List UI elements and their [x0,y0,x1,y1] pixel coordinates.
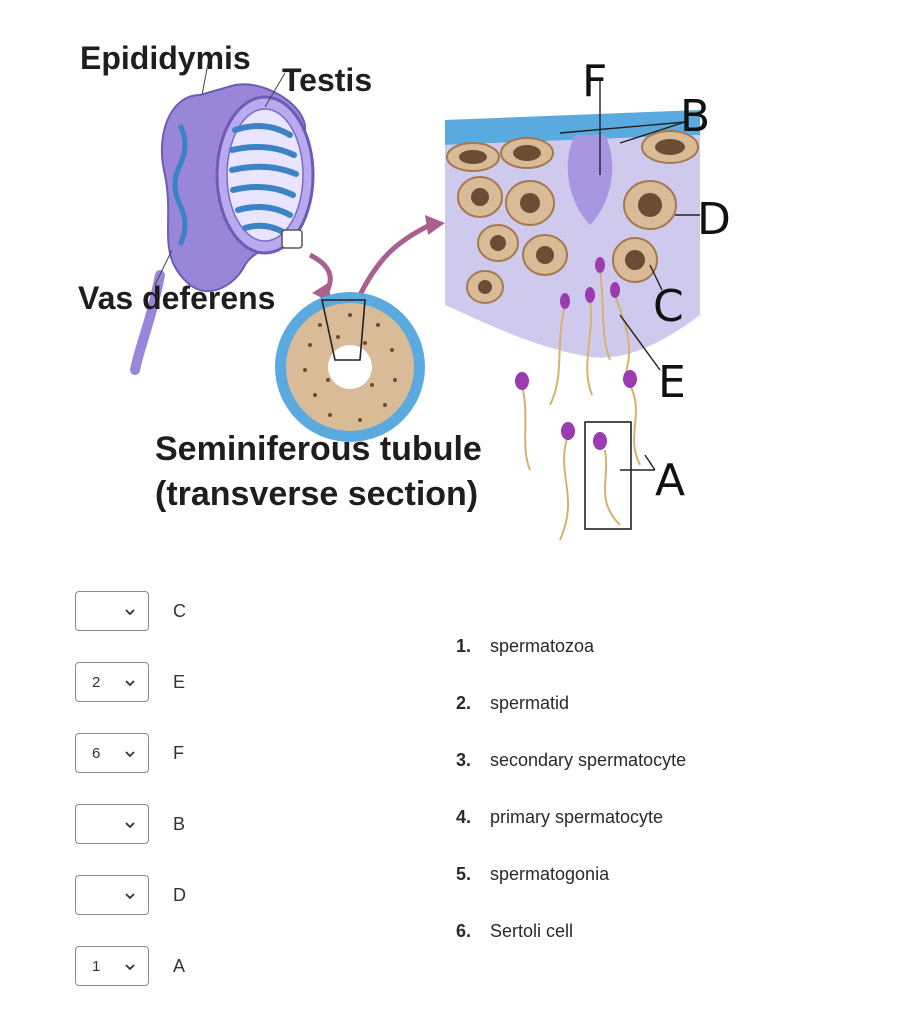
letter-e: E [658,357,686,408]
select-value: 2 [92,674,101,691]
row-letter: E [173,671,186,692]
label-vas-deferens: Vas deferens [78,280,276,316]
label-transverse-section: (transverse section) [155,475,479,513]
answer-number: 3. [456,750,472,770]
answer-number: 5. [456,864,472,884]
answer-option: 4. primary spermatocyte [456,807,663,828]
answer-number: 2. [456,693,472,713]
row-letter: B [173,813,186,834]
answer-text: spermatid [490,693,570,713]
letter-d: D [697,194,731,245]
chevron-down-icon [125,751,135,758]
match-row: C [75,589,186,633]
select-value: 1 [92,958,101,975]
answer-select[interactable] [75,875,149,915]
answer-select[interactable]: 1 [75,946,149,986]
match-row: 1 A [75,944,185,988]
answer-number: 4. [456,807,472,827]
match-row: 6 F [75,731,184,775]
answer-select[interactable]: 6 [75,733,149,773]
answer-select[interactable]: 2 [75,662,149,702]
label-testis: Testis [282,62,373,98]
enlarged-section [445,80,700,541]
chevron-down-icon [125,609,135,616]
answer-number: 1. [456,636,472,656]
row-letter: F [173,742,184,763]
row-letter: D [173,884,186,905]
answer-select[interactable] [75,804,149,844]
answer-text: secondary spermatocyte [490,750,687,770]
answer-text: primary spermatocyte [490,807,664,827]
letter-a: A [655,455,686,506]
row-letter: C [173,600,186,621]
answer-option: 3. secondary spermatocyte [456,750,686,771]
label-seminiferous-tubule: Seminiferous tubule [155,430,482,468]
answer-select[interactable] [75,591,149,631]
answer-text: spermatogonia [490,864,610,884]
letter-f: F [582,56,608,107]
chevron-down-icon [125,893,135,900]
answer-option: 5. spermatogonia [456,864,609,885]
answer-text: spermatozoa [490,636,595,656]
answer-number: 6. [456,921,472,941]
answer-option: 2. spermatid [456,693,569,714]
chevron-down-icon [125,680,135,687]
seminiferous-diagram [130,52,700,541]
testis-illustration [130,52,315,375]
match-row: 2 E [75,660,185,704]
chevron-down-icon [125,822,135,829]
answer-text: Sertoli cell [490,921,574,941]
tubule-cross-section [275,292,425,442]
label-epididymis: Epididymis [80,40,251,76]
answer-option: 1. spermatozoa [456,636,594,657]
anatomy-figure: Epididymis Testis Vas deferens Seminifer… [60,25,760,555]
match-row: D [75,873,186,917]
letter-c: C [653,281,684,332]
match-row: B [75,802,185,846]
row-letter: A [173,955,186,976]
chevron-down-icon [125,964,135,971]
letter-b: B [680,91,711,142]
select-value: 6 [92,745,101,762]
answer-option: 6. Sertoli cell [456,921,573,942]
